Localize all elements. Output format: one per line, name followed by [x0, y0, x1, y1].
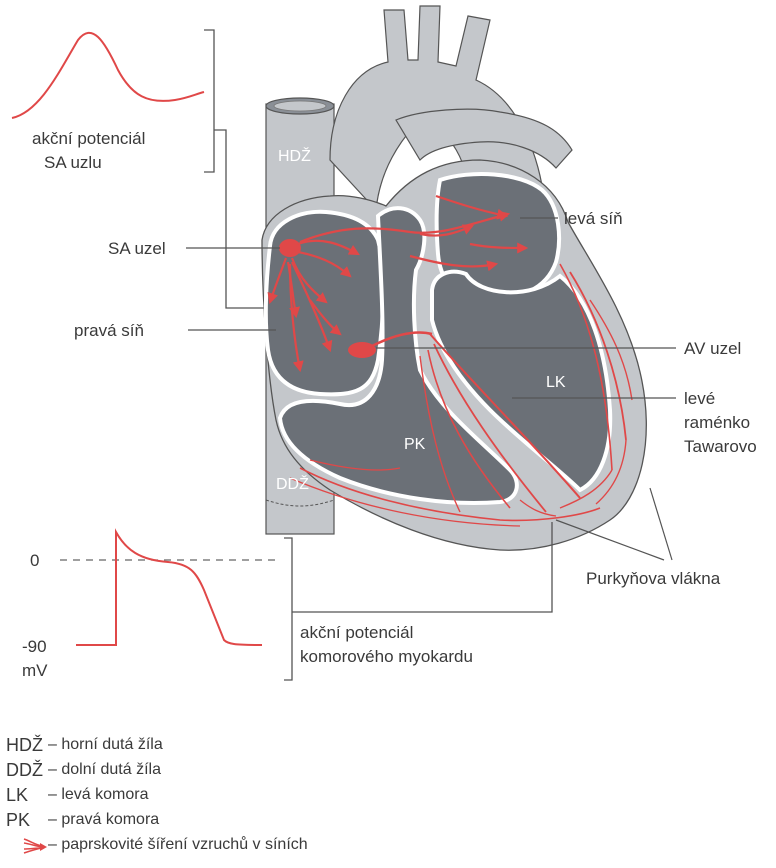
rv-label: PK — [404, 436, 425, 454]
left-bundle-label-line3: Tawarovo — [684, 436, 757, 457]
av-node — [348, 342, 376, 358]
right-atrium-label: pravá síň — [74, 320, 144, 341]
legend-desc: – horní dutá žíla — [48, 734, 163, 756]
legend-row-svc: HDŽ – horní dutá žíla — [6, 734, 446, 759]
legend-row-radiating: – paprskovité šíření vzruchů v síních — [6, 834, 446, 859]
legend-abbr: DDŽ — [6, 759, 46, 781]
av-node-label: AV uzel — [684, 338, 741, 359]
lv-label: LK — [546, 374, 566, 392]
legend-row-lv: LK – levá komora — [6, 784, 446, 809]
sa-bracket-connector — [214, 130, 268, 308]
legend-abbr: HDŽ — [6, 734, 46, 756]
left-bundle-label-line2: raménko — [684, 412, 750, 433]
legend-desc: – pravá komora — [48, 809, 159, 831]
svc-label: HDŽ — [278, 148, 311, 166]
ventricular-action-potential-curve — [76, 532, 262, 645]
ventricular-potential-label-line2: komorového myokardu — [300, 646, 473, 667]
sa-action-potential-curve — [12, 33, 204, 118]
legend-row-rv: PK – pravá komora — [6, 809, 446, 834]
sa-potential-label-line2: SA uzlu — [44, 152, 102, 173]
purkinje-leader-2 — [650, 488, 672, 560]
legend-abbr: PK — [6, 809, 46, 831]
left-atrium-label: levá síň — [564, 208, 623, 229]
ventricular-bracket — [284, 538, 292, 680]
right-atrium — [266, 212, 383, 395]
sa-potential-label-line1: akční potenciál — [32, 128, 145, 149]
left-bundle-label-line1: levé — [684, 388, 715, 409]
radiating-arrow-icon — [20, 835, 48, 857]
legend-desc: – dolní dutá žíla — [48, 759, 161, 781]
sa-node-label: SA uzel — [108, 238, 166, 259]
unit-label: mV — [22, 660, 48, 681]
min-tick-label: -90 — [22, 636, 47, 657]
legend-desc: – paprskovité šíření vzruchů v síních — [48, 834, 308, 856]
legend: HDŽ – horní dutá žíla DDŽ – dolní dutá ž… — [6, 734, 446, 859]
sa-node — [279, 239, 301, 257]
legend-row-ivc: DDŽ – dolní dutá žíla — [6, 759, 446, 784]
ivc-label: DDŽ — [276, 476, 309, 494]
purkinje-label: Purkyňova vlákna — [586, 568, 720, 589]
purkinje-leader-1 — [556, 520, 664, 560]
sa-potential-bracket — [204, 30, 214, 172]
ventricular-potential-label-line1: akční potenciál — [300, 622, 413, 643]
legend-desc: – levá komora — [48, 784, 149, 806]
zero-tick-label: 0 — [30, 550, 39, 571]
legend-abbr: LK — [6, 784, 46, 806]
